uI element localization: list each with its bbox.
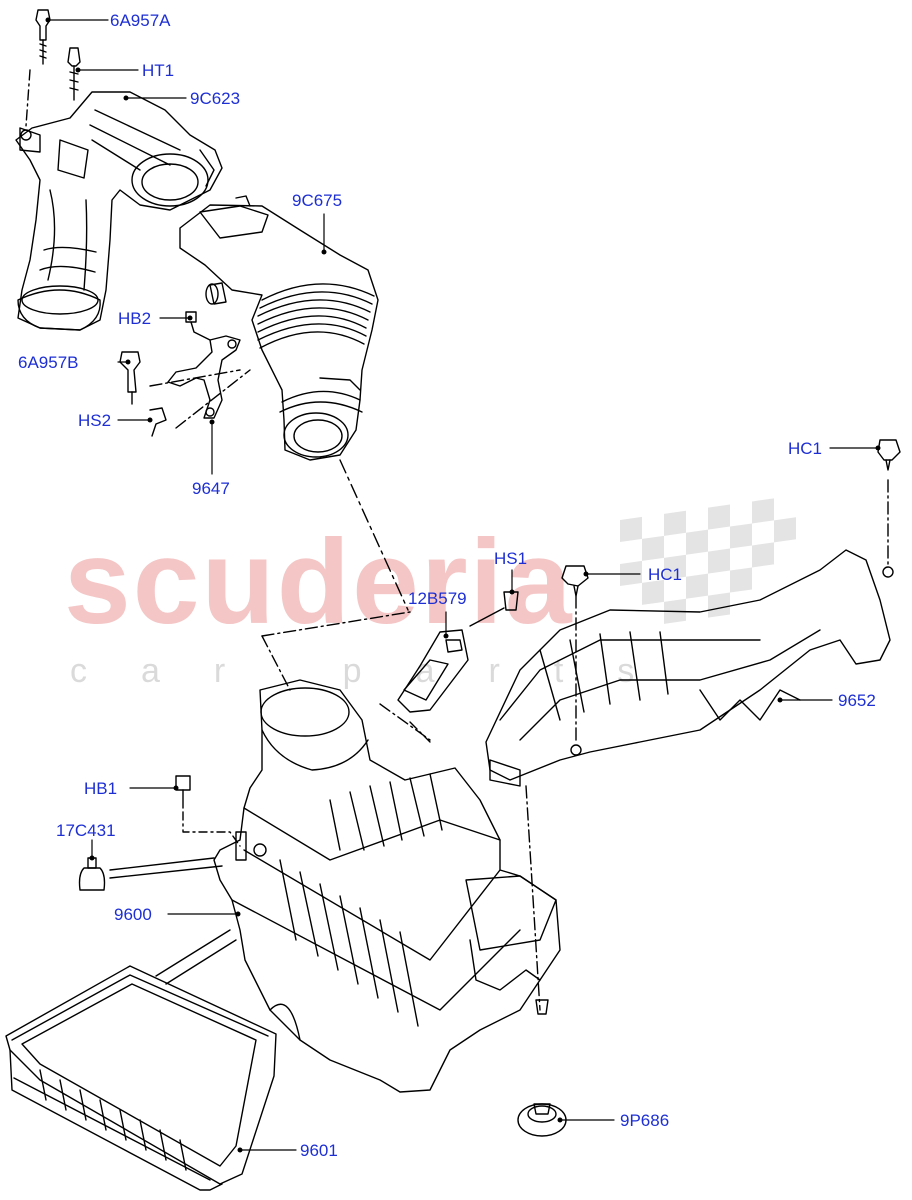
watermark-tagline: car parts: [70, 652, 689, 690]
callout-9p686[interactable]: 9P686: [620, 1111, 670, 1130]
callout-12b579[interactable]: 12B579: [408, 589, 467, 608]
callout-hb1[interactable]: HB1: [84, 779, 118, 798]
leader-dots: [45, 17, 881, 1153]
grommet-17c431-part: [78, 857, 223, 891]
air-intake-duct-part: [15, 91, 223, 331]
checkered-flag-watermark: [620, 498, 796, 624]
callout-9647[interactable]: 9647: [192, 479, 230, 498]
bolt-6a957a-part: [25, 9, 51, 127]
callout-9c623[interactable]: 9C623: [190, 89, 241, 108]
callout-hs1[interactable]: HS1: [494, 549, 528, 568]
watermark-brand: scuderia: [64, 515, 574, 649]
callout-6a957a[interactable]: 6A957A: [110, 11, 171, 30]
callout-hc1-upper[interactable]: HC1: [788, 439, 823, 458]
air-cleaner-box-part: [213, 611, 561, 1093]
grommet-9p686-part: [517, 999, 567, 1137]
callout-9601[interactable]: 9601: [300, 1141, 338, 1160]
air-filter-part: [5, 929, 277, 1191]
callout-17c431[interactable]: 17C431: [56, 821, 116, 840]
callout-9600[interactable]: 9600: [114, 905, 152, 924]
stud-ht1-part: [67, 47, 81, 101]
bolt-hb1-part: [175, 775, 241, 847]
callout-9c675[interactable]: 9C675: [292, 191, 343, 210]
callout-9652[interactable]: 9652: [838, 691, 876, 710]
callout-hc1-lower[interactable]: HC1: [648, 565, 683, 584]
callout-hb2[interactable]: HB2: [118, 309, 152, 328]
callout-6a957b[interactable]: 6A957B: [18, 353, 79, 372]
leader-lines: [47, 19, 879, 1151]
air-box-cover-part: [485, 479, 894, 1011]
bracket-9647-part: [119, 311, 251, 437]
intake-hose-part: [179, 195, 409, 611]
clip-hc1-part: [561, 439, 901, 597]
callout-hs2[interactable]: HS2: [78, 411, 112, 430]
callout-ht1[interactable]: HT1: [142, 61, 175, 80]
